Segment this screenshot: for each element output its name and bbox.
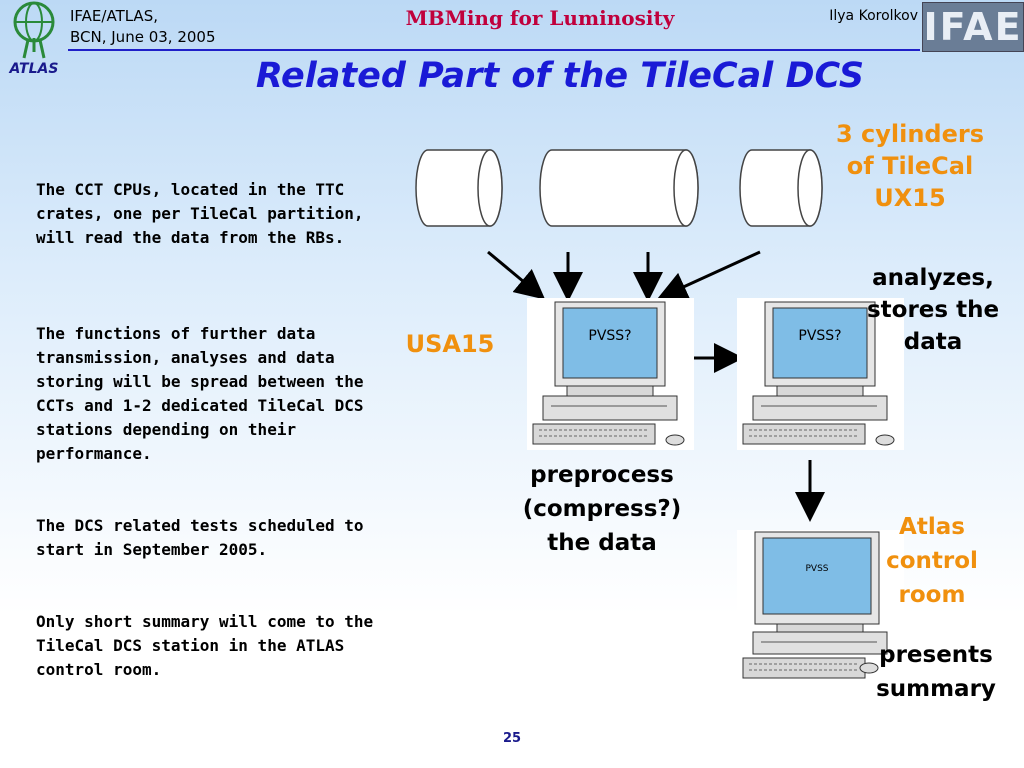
- header-divider: [68, 49, 920, 51]
- presents-summary-label: presents summary: [876, 642, 996, 702]
- cylinders-label: 3 cylinders of TileCal UX15: [835, 120, 985, 212]
- header-author: Ilya Korolkov: [829, 8, 918, 24]
- cylinder-1: [415, 149, 503, 227]
- paragraph-cct: The CCT CPUs, located in the TTC crates,…: [36, 180, 364, 247]
- ifae-logo-text: IFAE: [923, 5, 1023, 49]
- paragraph-functions: The functions of further data transmissi…: [36, 324, 364, 463]
- computer-3: PVSS: [737, 530, 904, 682]
- cylinder-2: [539, 149, 699, 227]
- computer-2-graphic: [742, 301, 895, 446]
- paragraph-tests: The DCS related tests scheduled to start…: [36, 516, 364, 559]
- preprocess-label: preprocess (compress?) the data: [522, 462, 682, 556]
- paragraph-summary: Only short summary will come to the Tile…: [36, 612, 374, 679]
- ifae-logo: IFAE: [922, 2, 1024, 52]
- computer-2: PVSS?: [737, 298, 904, 450]
- computer-3-screen-label: PVSS: [805, 564, 829, 574]
- atlas-logo: ATLAS: [2, 0, 66, 80]
- usa15-label: USA15: [405, 330, 495, 358]
- computer-2-screen-label: PVSS?: [798, 328, 842, 344]
- header-org-line1: IFAE/ATLAS,: [70, 7, 158, 25]
- header-org: IFAE/ATLAS, BCN, June 03, 2005: [70, 6, 216, 48]
- arrow-cyl1-to-pvss1: [487, 250, 546, 300]
- computer-3-graphic: [742, 531, 888, 679]
- analyzes-label: analyzes, stores the data: [866, 265, 1000, 355]
- computer-1: PVSS?: [527, 298, 694, 450]
- cylinder-3: [739, 149, 823, 227]
- header-org-line2: BCN, June 03, 2005: [70, 28, 216, 46]
- arrow-cyl3-to-pvss1: [657, 250, 761, 301]
- page-number: 25: [502, 731, 522, 746]
- diagram-graphics: [415, 149, 825, 522]
- slide-title: Related Part of the TileCal DCS: [255, 56, 865, 96]
- computer-1-screen-label: PVSS?: [588, 328, 632, 344]
- atlas-logo-graphic: [13, 1, 55, 59]
- atlas-logo-text: ATLAS: [9, 61, 59, 77]
- atlas-control-room-label: Atlas control room: [886, 514, 978, 608]
- header-talk-title: MBMing for Luminosity: [405, 6, 675, 30]
- computer-1-graphic: [532, 301, 685, 446]
